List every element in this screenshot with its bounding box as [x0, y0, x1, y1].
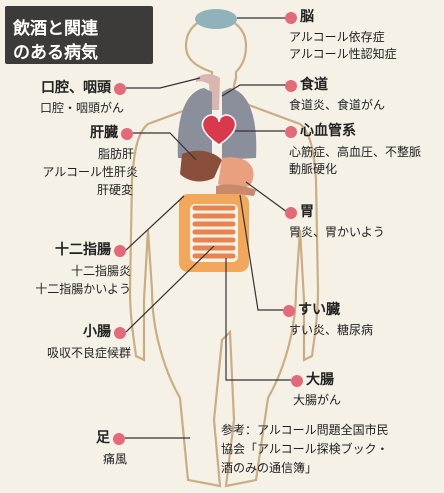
leader-small-intestine [126, 246, 214, 332]
disease-liver-3: 肝硬変 [97, 182, 133, 198]
label-small-intestine: 小腸 [83, 324, 126, 341]
organ-pancreas: すい臓 [298, 302, 340, 319]
organ-heart: 心血管系 [300, 123, 356, 140]
disease-mouth-1: 口腔・咽頭がん [40, 100, 124, 116]
disease-duodenum-2: 十二指腸かいよう [35, 281, 131, 297]
marker-large-intestine [291, 375, 303, 387]
leader-duodenum [126, 196, 184, 250]
label-duodenum: 十二指腸 [55, 242, 126, 259]
title-box: 飲酒と関連 のある病気 [5, 6, 153, 64]
disease-heart-1: 心筋症、高血圧、不整脈 [289, 144, 421, 160]
disease-heart-2: 動脈硬化 [289, 161, 337, 177]
organ-liver: 肝臓 [90, 125, 118, 142]
disease-foot-1: 痛風 [103, 451, 127, 467]
organ-foot: 足 [96, 430, 110, 447]
organ-small-intestine: 小腸 [83, 324, 111, 341]
marker-small-intestine [114, 327, 126, 339]
organ-mouth: 口腔、咽頭 [41, 80, 111, 97]
label-esophagus: 食道 [285, 77, 328, 94]
disease-brain-2: アルコール性認知症 [289, 46, 397, 62]
label-liver: 肝臓 [90, 125, 133, 142]
reference-line-1: 参考：アルコール問題全国市民 [221, 421, 389, 440]
marker-heart [285, 126, 297, 138]
organ-stomach: 胃 [300, 204, 314, 221]
reference-line-3: 酒のみの通信簿」 [221, 459, 317, 478]
disease-esophagus-1: 食道炎、食道がん [289, 97, 385, 113]
organ-esophagus: 食道 [300, 77, 328, 94]
label-brain: 脳 [285, 9, 314, 26]
organ-brain: 脳 [300, 9, 314, 26]
title-line-1: 飲酒と関連 [13, 14, 98, 39]
small-intestine-shape [195, 208, 233, 256]
marker-brain [285, 12, 297, 24]
disease-small-intestine-1: 吸収不良症候群 [47, 345, 131, 361]
label-pancreas: すい臓 [283, 302, 340, 319]
disease-liver-1: 脂肪肝 [98, 146, 134, 162]
leader-stomach [246, 182, 287, 212]
reference-line-2: 協会「アルコール探検ブック・ [221, 440, 388, 459]
marker-duodenum [114, 245, 126, 257]
title-line-2: のある病気 [13, 38, 98, 63]
marker-pancreas [283, 305, 295, 317]
organ-duodenum: 十二指腸 [55, 242, 111, 259]
marker-mouth [114, 83, 126, 95]
marker-esophagus [285, 80, 297, 92]
brain-shape [195, 9, 237, 29]
marker-liver [121, 128, 133, 140]
disease-large-intestine-1: 大腸がん [293, 392, 341, 408]
leader-large-intestine [226, 258, 291, 380]
disease-stomach-1: 胃炎、胃かいよう [289, 224, 385, 240]
disease-duodenum-1: 十二指腸炎 [71, 263, 131, 279]
leader-mouth [126, 78, 200, 88]
label-mouth: 口腔、咽頭 [41, 80, 126, 97]
label-foot: 足 [96, 430, 125, 447]
organ-large-intestine: 大腸 [306, 372, 334, 389]
disease-pancreas-1: すい炎、糖尿病 [289, 322, 373, 338]
marker-stomach [285, 207, 297, 219]
label-large-intestine: 大腸 [291, 372, 334, 389]
label-heart: 心血管系 [285, 123, 356, 140]
marker-foot [113, 433, 125, 445]
disease-liver-2: アルコール性肝炎 [42, 164, 138, 180]
liver-shape [180, 151, 222, 182]
label-stomach: 胃 [285, 204, 314, 221]
disease-brain-1: アルコール依存症 [289, 29, 385, 45]
